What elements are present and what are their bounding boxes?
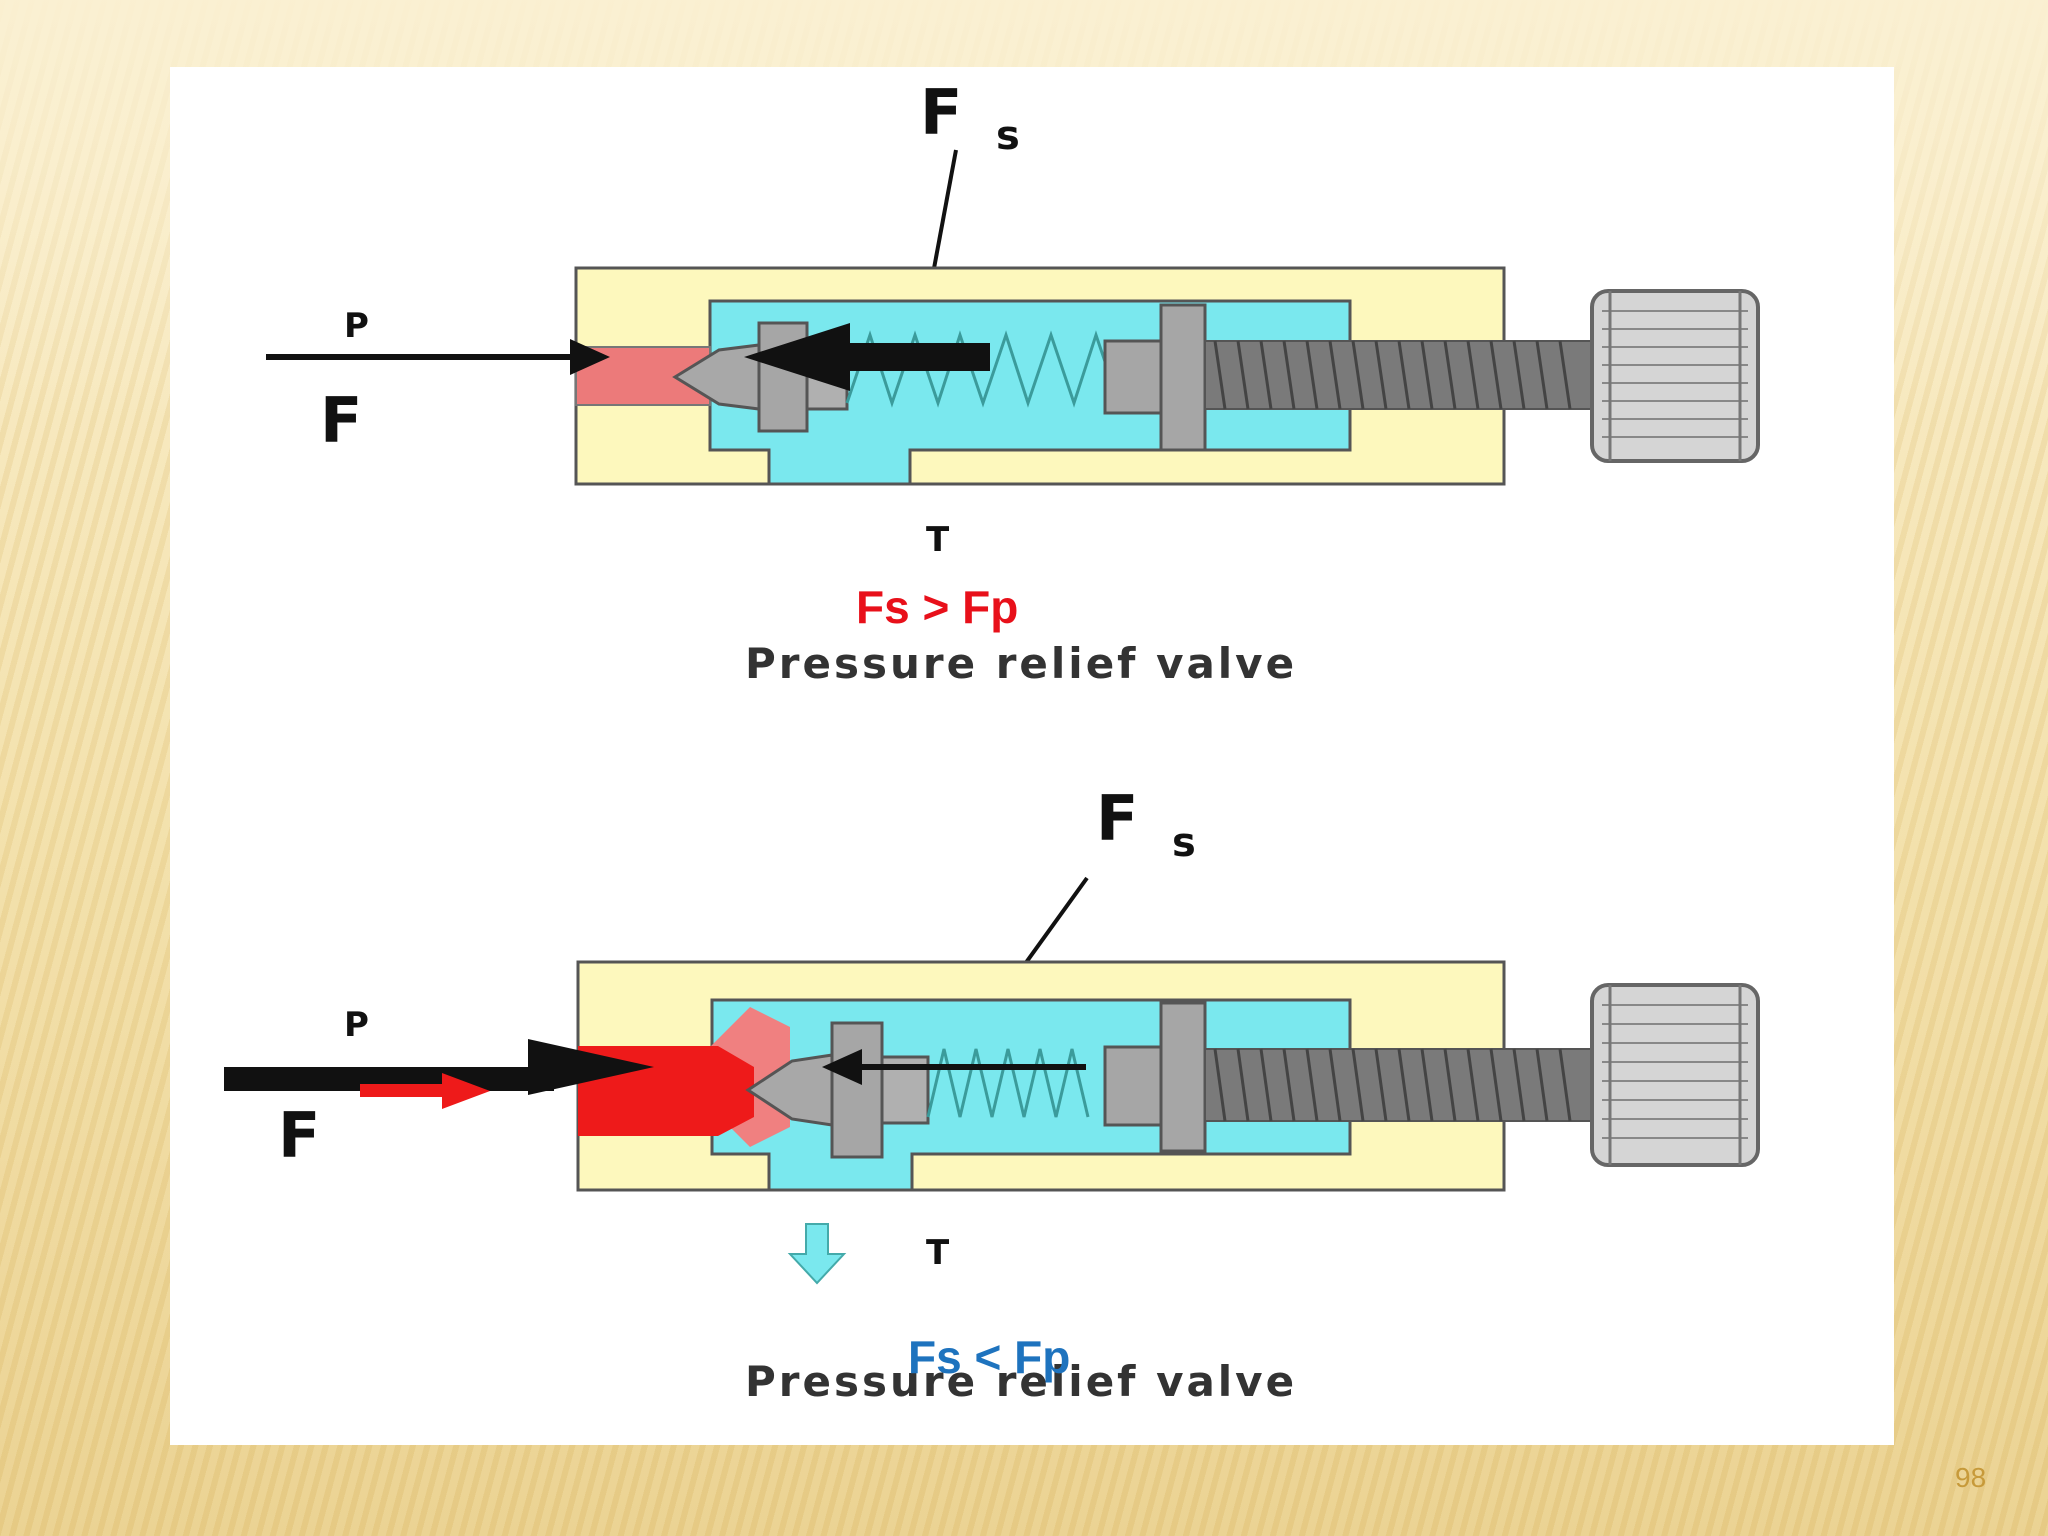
- spring-bottom: [926, 1048, 1090, 1118]
- flow-arrow-bottom: [360, 1073, 490, 1109]
- screw-threads-top: [1213, 340, 1572, 410]
- valve-diagrams-svg: F s: [224, 76, 1760, 1406]
- valve-figure: F s: [170, 67, 1894, 1445]
- pressure-arrowhead-top: [570, 339, 610, 375]
- valve-closed-diagram: F s: [266, 76, 1760, 688]
- adjust-plate-bottom: [1159, 1001, 1207, 1153]
- port-t-label-bottom: T: [926, 1233, 950, 1273]
- force-f-label-top: F: [320, 384, 362, 457]
- adjust-plate-top: [1159, 303, 1207, 452]
- spring-seat-top: [1103, 339, 1163, 415]
- port-p-label-bottom: P: [344, 1005, 369, 1045]
- adjust-knob-top: [1590, 289, 1760, 463]
- tank-flow-arrow-icon: [787, 1223, 847, 1285]
- fs-subscript-top: s: [996, 113, 1020, 159]
- fs-label-top: F: [920, 76, 962, 149]
- knob-knurling-bottom: [1602, 1004, 1748, 1139]
- caption-bottom: Pressure relief valve: [745, 1357, 1297, 1406]
- port-p-label-top: P: [344, 306, 369, 346]
- pressure-arrowhead-bottom: [528, 1039, 654, 1095]
- spring-force-arrowhead-top: [744, 323, 850, 391]
- spring-force-arrowhead-bottom: [822, 1049, 862, 1085]
- condition-label-open: Fs < Fp: [908, 1331, 1071, 1383]
- screw-threads-bottom: [1213, 1048, 1572, 1122]
- spring-force-arrow-top: [840, 343, 990, 371]
- force-f-label-bottom: F: [278, 1099, 320, 1172]
- fs-subscript-bottom: s: [1172, 820, 1196, 866]
- condition-label-closed: Fs > Fp: [856, 581, 1019, 633]
- spring-top: [845, 330, 1121, 408]
- knob-knurling-top: [1602, 310, 1748, 438]
- page-number: 98: [1955, 1462, 1987, 1493]
- fs-label-bottom: F: [1096, 782, 1138, 855]
- caption-top: Pressure relief valve: [745, 639, 1297, 688]
- spring-seat-bottom: [1103, 1045, 1163, 1127]
- poppet-disc-bottom: [830, 1021, 884, 1159]
- port-t-label-top: T: [926, 520, 950, 560]
- valve-open-diagram: F s: [224, 782, 1760, 1406]
